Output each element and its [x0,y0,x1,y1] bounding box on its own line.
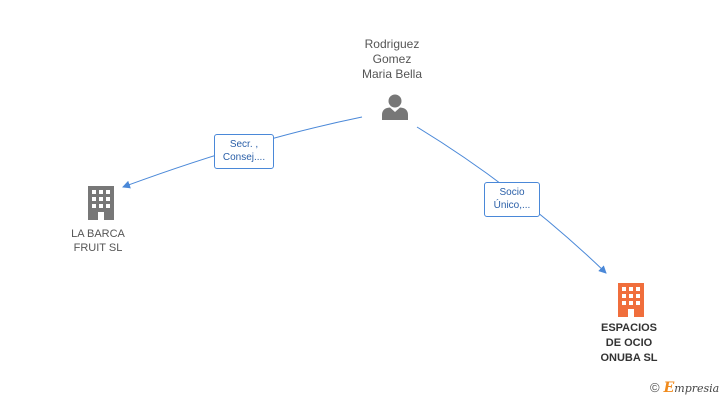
espacios-name-line-1: ESPACIOS [600,322,658,334]
edge-1-label-line-2: Consej.... [222,152,266,163]
edge-label-socio-unico[interactable]: Socio Único,... [484,182,540,217]
la-barca-name-line-2: FRUIT SL [73,242,123,254]
person-name-line-2: Gomez [372,52,412,66]
la-barca-node-label[interactable]: LA BARCA FRUIT SL [48,227,148,255]
brand-initial: E [663,380,675,396]
edge-label-secr-consej[interactable]: Secr. , Consej.... [214,134,274,169]
brand-name-rest: mpresia [674,382,720,395]
edge-2-label-line-1: Socio [499,187,525,198]
person-node-label[interactable]: Rodriguez Gomez Maria Bella [342,37,442,82]
espacios-node-label[interactable]: ESPACIOS DE OCIO ONUBA SL [579,321,679,366]
building-icon[interactable] [86,186,116,220]
person-name-line-3: Maria Bella [361,67,423,81]
espacios-name-line-2: DE OCIO [605,337,653,349]
edge-2-label-line-2: Único,... [493,200,531,211]
copyright-symbol: © [650,380,660,395]
espacios-name-line-3: ONUBA SL [600,352,658,364]
la-barca-name-line-1: LA BARCA [71,228,125,240]
person-icon[interactable] [380,92,410,120]
edge-1-label-line-1: Secr. , [229,139,259,150]
person-name-line-1: Rodriguez [364,37,420,51]
building-icon[interactable] [616,283,646,317]
empresia-watermark: ©Empresia [650,380,719,396]
